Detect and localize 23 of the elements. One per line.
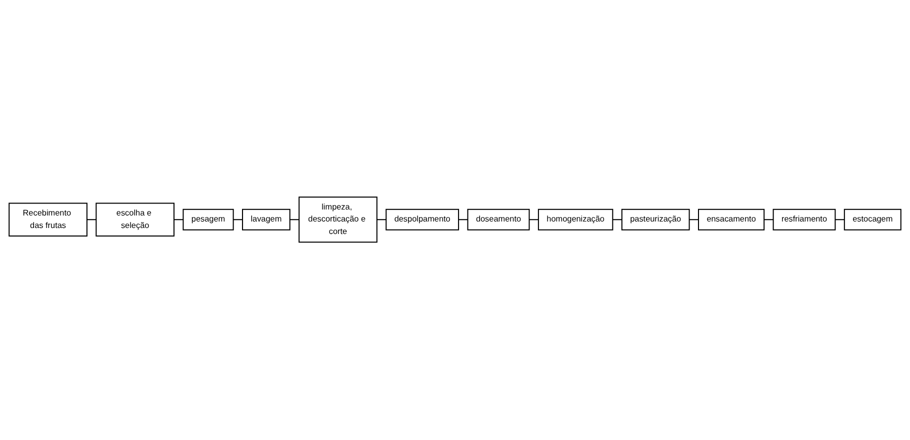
node-box: homogenização (538, 209, 614, 231)
connector (612, 219, 622, 221)
connector (458, 219, 468, 221)
node-box: escolha e seleção (96, 203, 174, 237)
connector (689, 219, 698, 221)
node-box: lavagem (242, 209, 290, 231)
node-box: limpeza, descorticação e corte (298, 196, 378, 244)
node-box: despolpamento (386, 209, 460, 231)
node-box: pasteurização (621, 209, 690, 231)
connector (376, 219, 386, 221)
connector (764, 219, 774, 221)
connector (233, 219, 243, 221)
connector (290, 219, 300, 221)
connector (835, 219, 844, 221)
node-box: doseamento (467, 209, 530, 231)
node-box: Recebimento das frutas (8, 203, 88, 237)
connector (86, 219, 96, 221)
node-box: pesagem (182, 209, 234, 231)
connector (174, 219, 184, 221)
node-box: resfriamento (772, 209, 836, 231)
connector (529, 219, 538, 221)
node-box: estocagem (844, 209, 902, 231)
node-box: ensacamento (698, 209, 765, 231)
